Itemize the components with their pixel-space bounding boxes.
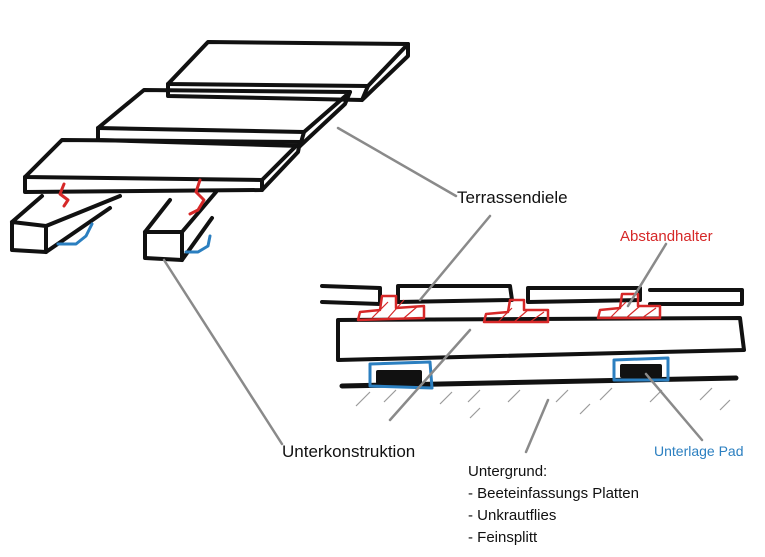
spacer-iso	[58, 178, 206, 216]
pad-iso	[56, 222, 212, 254]
cross-board-2	[396, 284, 514, 304]
label-unterlage-pad: Unterlage Pad	[654, 443, 744, 459]
ground-hatching	[355, 387, 731, 419]
untergrund-item: - Beeteinfassungs Platten	[468, 485, 639, 502]
pad-fill-right	[620, 364, 662, 378]
spacer-cross-section	[356, 292, 662, 324]
isometric-deck-view	[10, 40, 410, 262]
ground-line	[339, 375, 739, 389]
pad-cross-section	[368, 356, 670, 390]
leader-terrassendiele-iso	[336, 126, 458, 198]
cross-section-view	[320, 284, 746, 389]
label-unterkonstruktion: Unterkonstruktion	[282, 442, 416, 461]
untergrund-list: Untergrund: - Beeteinfassungs Platten - …	[468, 461, 639, 549]
cross-board-1	[320, 284, 382, 306]
untergrund-title: Untergrund:	[468, 463, 548, 480]
label-abstandhalter: Abstandhalter	[620, 228, 713, 245]
leader-unterkonstruktion-cross	[388, 328, 472, 422]
cross-board-4	[648, 288, 744, 306]
deck-board-front	[23, 138, 302, 194]
pad-fill-left	[376, 370, 422, 384]
label-terrassendiele: Terrassendiele	[457, 188, 568, 207]
leader-unterkonstruktion-iso	[162, 258, 284, 446]
leader-untergrund	[524, 398, 550, 454]
cross-joist	[336, 316, 746, 362]
leader-terrassendiele-cross	[418, 214, 492, 302]
leader-lines	[162, 126, 704, 454]
untergrund-item: - Feinsplitt	[468, 529, 538, 546]
joist-right	[143, 190, 218, 262]
leader-unterlage-pad	[644, 372, 704, 442]
cross-board-3	[526, 286, 642, 304]
leader-abstandhalter	[626, 242, 668, 308]
untergrund-item: - Unkrautflies	[468, 507, 557, 524]
